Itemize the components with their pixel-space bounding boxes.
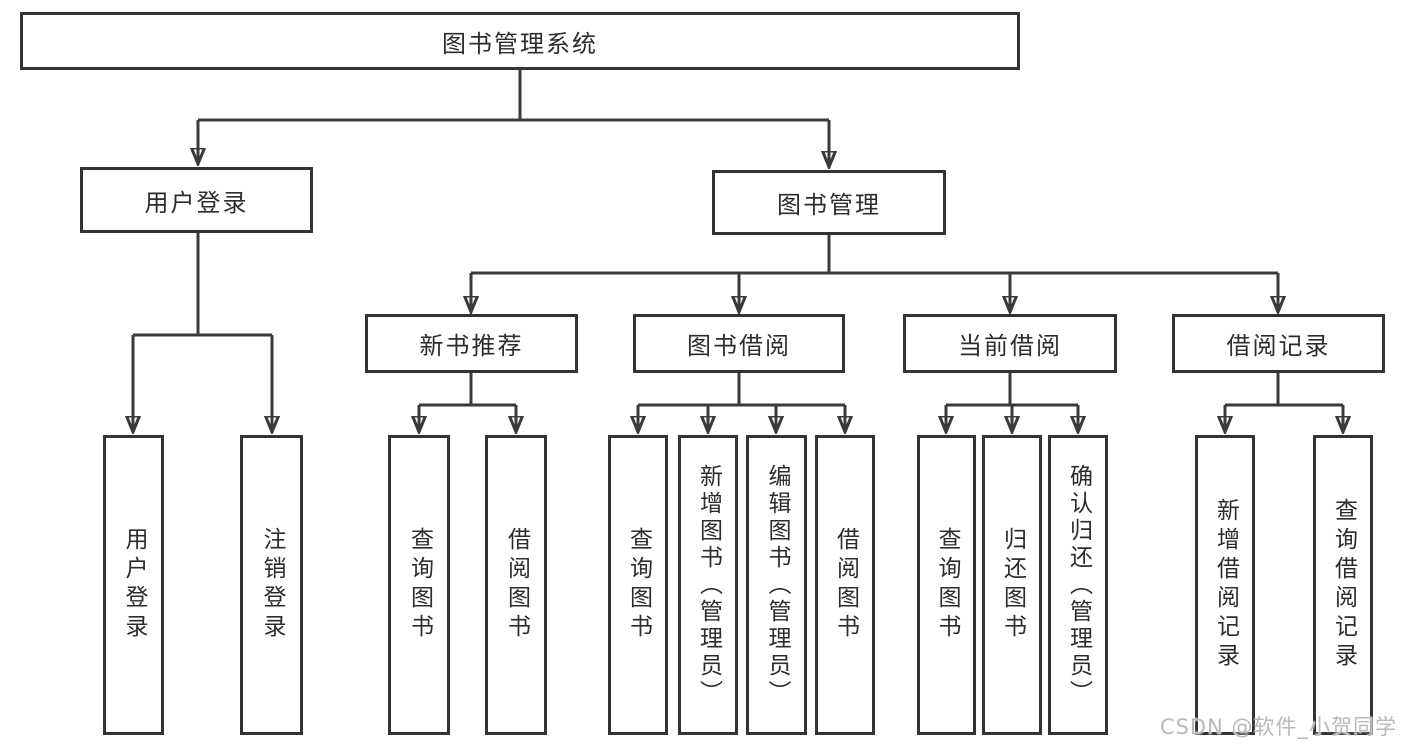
leaf-add-borrow-record-label: 新增借阅记录 — [1212, 498, 1239, 672]
leaf-query-books-3-label: 查询图书 — [934, 527, 960, 643]
leaf-query-books-2-label: 查询图书 — [625, 527, 652, 643]
leaf-user-login-label: 用户登录 — [121, 527, 147, 643]
leaf-query-books-3: 查询图书 — [917, 435, 976, 735]
leaf-edit-books-admin: 编辑图书（管理员） — [746, 435, 807, 735]
leaf-confirm-return-admin: 确认归还（管理员） — [1048, 435, 1108, 735]
leaf-user-login: 用户登录 — [103, 435, 164, 735]
node-root-label: 图书管理系统 — [442, 29, 598, 58]
leaf-logout: 注销登录 — [240, 435, 303, 735]
leaf-borrow-books-2-label: 借阅图书 — [832, 527, 859, 643]
leaf-query-books-2: 查询图书 — [608, 435, 668, 735]
leaf-borrow-books-1: 借阅图书 — [485, 435, 547, 735]
leaf-borrow-books-2: 借阅图书 — [815, 435, 875, 735]
node-book-management-label: 图书管理 — [777, 191, 881, 219]
node-book-management: 图书管理 — [712, 170, 946, 235]
node-user-login-label: 用户登录 — [144, 188, 249, 217]
node-new-book-recommend-label: 新书推荐 — [419, 332, 524, 360]
leaf-add-books-admin: 新增图书（管理员） — [678, 435, 738, 735]
leaf-borrow-books-1-label: 借阅图书 — [503, 527, 530, 643]
node-new-book-recommend: 新书推荐 — [365, 314, 578, 373]
leaf-logout-label: 注销登录 — [259, 527, 285, 643]
node-borrowing-records: 借阅记录 — [1172, 314, 1385, 373]
node-current-borrowing-label: 当前借阅 — [958, 332, 1062, 360]
leaf-add-books-admin-label: 新增图书（管理员） — [695, 463, 722, 707]
node-user-login: 用户登录 — [80, 167, 313, 233]
leaf-query-books-1: 查询图书 — [388, 435, 450, 735]
leaf-query-books-1-label: 查询图书 — [406, 527, 433, 643]
csdn-watermark: CSDN @软件_小贺同学 — [1159, 715, 1397, 739]
leaf-query-borrow-record-label: 查询借阅记录 — [1330, 498, 1357, 672]
node-borrowing-records-label: 借阅记录 — [1226, 332, 1331, 360]
node-book-borrowing-label: 图书借阅 — [687, 332, 791, 360]
leaf-add-borrow-record: 新增借阅记录 — [1195, 435, 1255, 735]
leaf-edit-books-admin-label: 编辑图书（管理员） — [764, 463, 790, 707]
leaf-return-books: 归还图书 — [982, 435, 1042, 735]
node-current-borrowing: 当前借阅 — [903, 314, 1117, 373]
node-root: 图书管理系统 — [20, 12, 1020, 70]
leaf-confirm-return-admin-label: 确认归还（管理员） — [1065, 463, 1092, 707]
node-book-borrowing: 图书借阅 — [633, 314, 845, 373]
leaf-query-borrow-record: 查询借阅记录 — [1313, 435, 1373, 735]
leaf-return-books-label: 归还图书 — [999, 527, 1026, 643]
